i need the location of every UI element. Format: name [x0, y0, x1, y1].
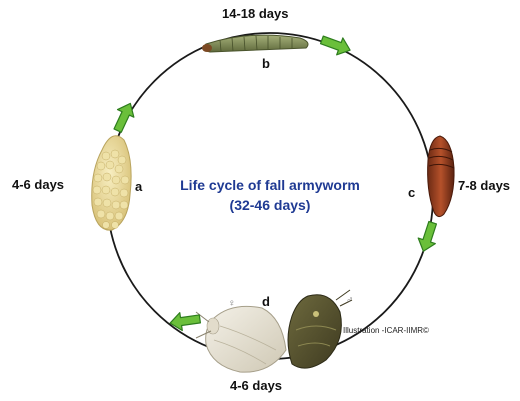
arrow-icon: [319, 31, 353, 58]
egg-mass-image: [92, 136, 131, 230]
larva-duration: 14-18 days: [222, 6, 289, 21]
illustration-credit: Illustration -ICAR-IIMR©: [343, 326, 429, 335]
arrow-icon: [169, 310, 201, 332]
stage-letter-b: b: [262, 56, 270, 71]
female-symbol-icon: ♀: [228, 298, 236, 309]
stage-letter-d: d: [262, 294, 270, 309]
diagram-title-line1: Life cycle of fall armyworm: [140, 175, 400, 195]
pupa-duration: 7-8 days: [458, 178, 510, 193]
female-moth-image: [196, 306, 286, 372]
pupa-image: [428, 136, 454, 217]
male-symbol-icon: ♂: [346, 295, 354, 306]
arrow-icon: [415, 220, 441, 254]
diagram-title-line2: (32-46 days): [140, 195, 400, 215]
diagram-title: Life cycle of fall armyworm (32-46 days): [140, 175, 400, 215]
egg-duration: 4-6 days: [12, 177, 64, 192]
adult-duration: 4-6 days: [230, 378, 282, 393]
stage-letter-c: c: [408, 185, 415, 200]
larva-image: [202, 35, 308, 52]
